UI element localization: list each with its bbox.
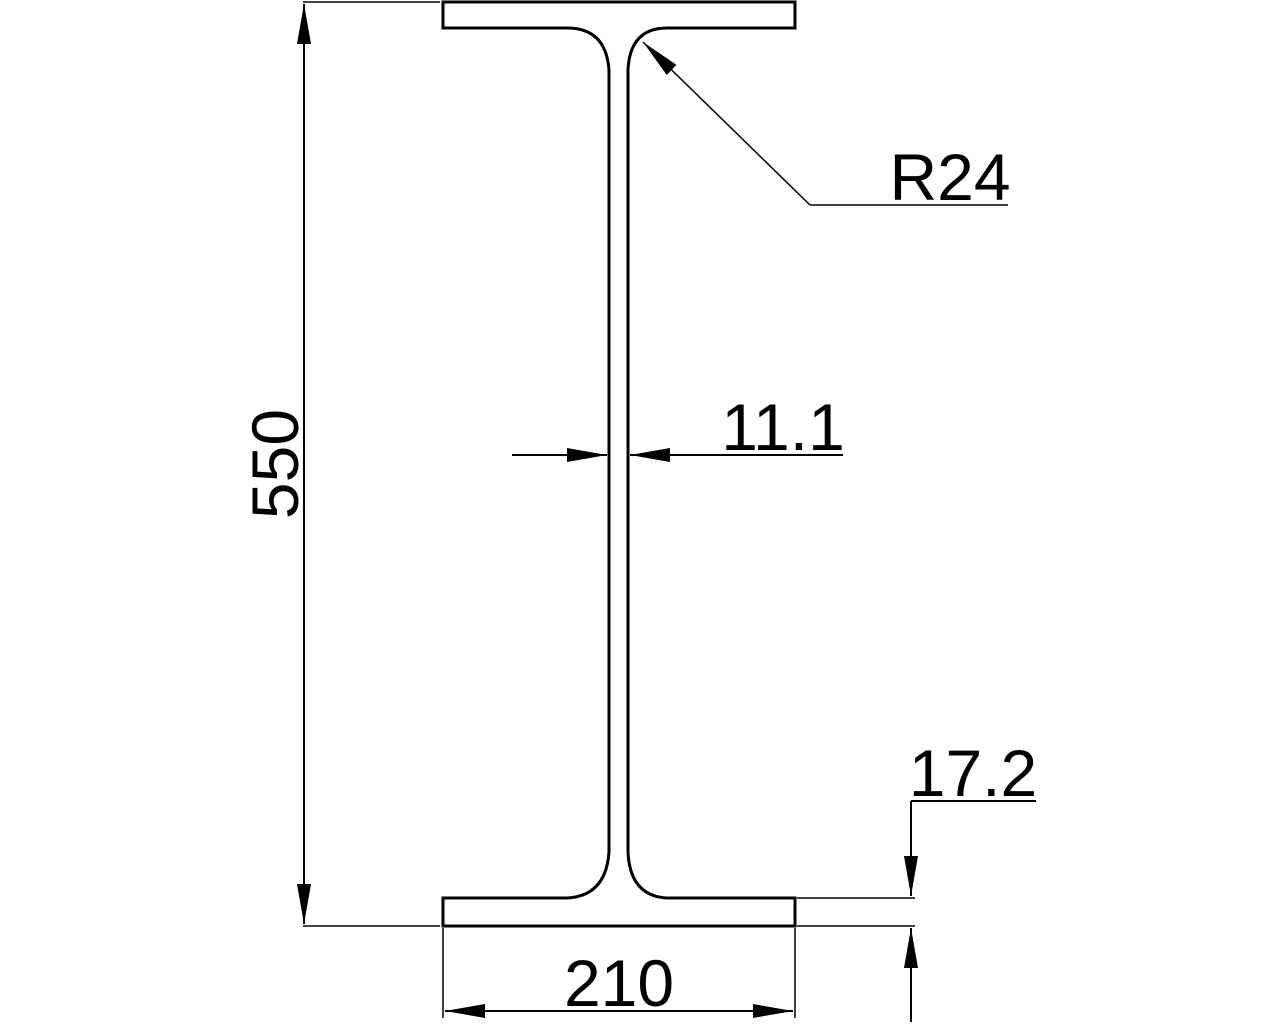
height-label: 550 — [238, 409, 312, 519]
flange-thickness-label: 17.2 — [909, 736, 1037, 810]
web-thickness-label: 11.1 — [721, 390, 845, 464]
root-radius-label: R24 — [889, 140, 1010, 214]
ibeam-profile — [441, 0, 797, 928]
flange-width-label: 210 — [564, 946, 674, 1020]
top-flange — [441, 0, 797, 928]
height-dimension — [297, 1, 440, 927]
root-radius-leader — [642, 41, 1008, 206]
flange-width-dimension — [442, 928, 796, 1018]
flange-thickness-dimension — [797, 800, 1036, 1022]
